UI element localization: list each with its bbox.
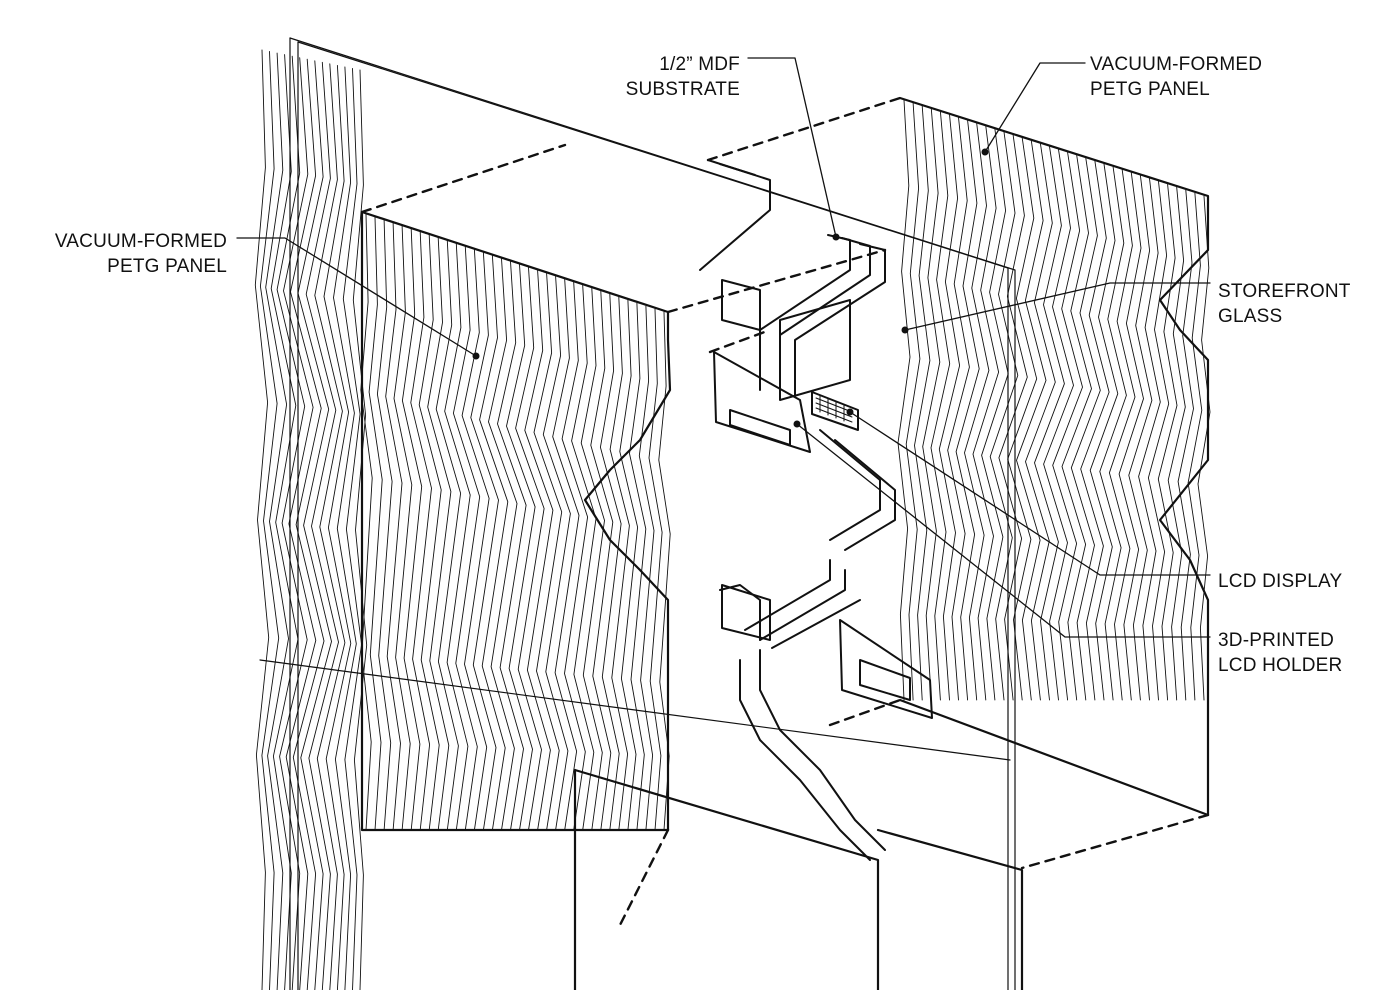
right-striation-line <box>1070 157 1101 701</box>
front-left-striation-line <box>571 284 597 831</box>
right-striation-line <box>905 102 921 701</box>
right-striation-line <box>1099 166 1127 701</box>
right-striation-line <box>922 108 941 701</box>
right-striation-line <box>1177 189 1194 701</box>
front-left-striation-line <box>629 302 647 831</box>
label-lcd-holder: 3D-PRINTED LCD HOLDER <box>1218 630 1343 676</box>
leader-lines <box>236 57 1211 638</box>
lcd-holder-lower <box>721 584 933 719</box>
front-left-striation-line <box>524 269 554 831</box>
right-striation-line <box>930 111 951 701</box>
front-left-striation-line <box>599 293 622 831</box>
storefront-glass-outline <box>259 37 1016 990</box>
front-left-striation-line <box>648 308 663 831</box>
rear-striation-line <box>305 61 339 990</box>
petg-panel-front-left <box>360 210 672 832</box>
front-left-striation-line <box>533 272 563 831</box>
right-striation-line <box>947 117 970 701</box>
rear-striation-line <box>270 54 299 990</box>
rear-striation-line <box>342 68 363 990</box>
rear-striation-line <box>333 66 357 990</box>
right-striation-line <box>1052 151 1083 701</box>
right-striation-line <box>897 99 911 701</box>
right-striation-line <box>981 128 1009 701</box>
right-striation-line <box>1061 154 1092 701</box>
right-striation-line <box>964 122 990 701</box>
front-left-striation-line <box>561 281 589 831</box>
right-striation-line <box>1089 163 1119 701</box>
rear-striation-line <box>254 49 270 990</box>
front-left-striation-line <box>444 243 471 831</box>
rear-striation-line <box>259 51 280 990</box>
front-left-striation-line <box>542 275 571 831</box>
rear-striation-line <box>290 58 325 990</box>
front-left-striation-line <box>590 290 614 831</box>
petg-panel-lower-middle <box>573 768 1024 990</box>
front-left-striation-line <box>638 305 655 831</box>
front-left-striation-line <box>470 252 499 831</box>
front-left-striation-line <box>552 278 580 831</box>
right-striation-line <box>1007 137 1038 701</box>
right-striation-line <box>989 131 1019 701</box>
front-left-striation-line <box>506 264 536 831</box>
right-striation-line <box>914 105 931 701</box>
front-left-striation-line <box>515 267 545 831</box>
right-striation-line <box>1138 178 1161 701</box>
front-left-striation-line <box>418 234 442 831</box>
leader-dots <box>472 148 989 428</box>
right-striation-line <box>998 134 1028 701</box>
front-left-striation-line <box>427 237 452 831</box>
label-petg-panel-left: VACUUM-FORMED PETG PANEL <box>54 231 227 277</box>
right-striation-line <box>1034 146 1065 701</box>
front-left-striation-line <box>385 222 403 831</box>
right-striation-line <box>1016 140 1047 701</box>
rear-striation-line <box>352 69 368 990</box>
rear-striation-line <box>276 55 308 990</box>
petg-panel-right <box>897 96 1211 817</box>
rear-striation-line <box>323 64 352 990</box>
front-left-striation-line <box>410 231 432 831</box>
lcd-display <box>811 391 859 431</box>
rear-panel-striations <box>254 49 368 990</box>
rear-striation-line <box>297 60 332 990</box>
label-lcd-display: LCD DISPLAY <box>1218 571 1343 592</box>
lcd-holder-upper <box>713 279 851 453</box>
right-striation-line <box>1197 195 1211 701</box>
front-left-striation-line <box>461 249 490 831</box>
front-left-striation-line <box>360 213 373 831</box>
right-striation-line <box>1025 143 1056 701</box>
rear-striation-line <box>283 57 317 990</box>
right-striation-line <box>1147 181 1170 701</box>
right-striation-line <box>1157 183 1178 701</box>
right-striation-line <box>1128 175 1153 701</box>
explode-dashed-lines <box>360 96 1210 927</box>
front-left-striation-line <box>580 287 605 831</box>
label-petg-panel-right: VACUUM-FORMED PETG PANEL <box>1090 54 1263 100</box>
right-striation-line <box>938 114 961 701</box>
right-striation-line <box>972 125 1000 701</box>
front-left-striation-line <box>401 228 423 831</box>
rear-striation-line <box>314 63 346 990</box>
mdf-substrate <box>699 159 896 861</box>
front-left-striation-line <box>497 261 527 831</box>
front-left-striation-line <box>488 258 518 831</box>
label-mdf-substrate: 1/2” MDF SUBSTRATE <box>625 54 740 100</box>
front-left-striation-line <box>368 216 383 831</box>
right-striation-line <box>1187 192 1203 701</box>
right-striation-line <box>1118 172 1144 701</box>
label-storefront-glass: STOREFRONT GLASS <box>1218 281 1351 327</box>
front-left-striation-line <box>609 296 630 831</box>
right-striation-line <box>955 119 980 701</box>
front-left-striation-line <box>393 225 413 831</box>
front-left-striation-line <box>479 255 509 831</box>
right-striation-line <box>1080 160 1110 701</box>
right-striation-line <box>1043 149 1074 701</box>
right-striation-line <box>1167 186 1186 701</box>
front-left-striation-line <box>452 246 481 831</box>
rear-striation-line <box>265 52 289 990</box>
front-left-striation-line <box>376 219 393 831</box>
right-striation-line <box>1108 169 1136 701</box>
